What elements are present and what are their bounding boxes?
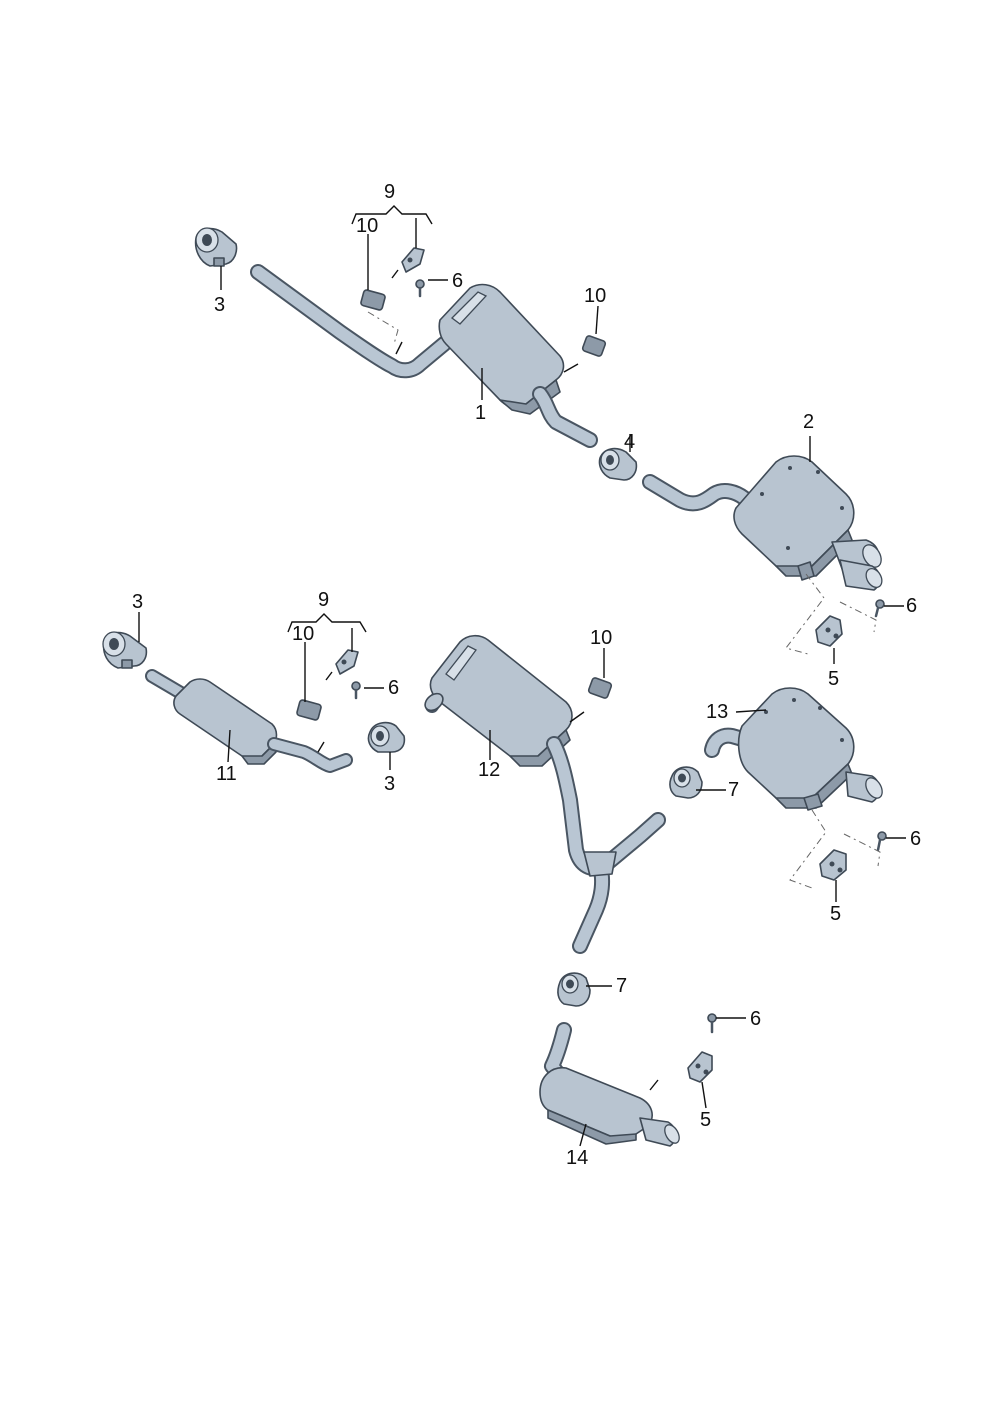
clamp-lower-middle (367, 721, 406, 753)
callout-4: 4 (624, 431, 635, 453)
callout-7-lower: 7 (616, 975, 627, 997)
clamp-7-right (669, 766, 703, 799)
callout-2: 2 (803, 411, 814, 433)
callout-1: 1 (475, 402, 486, 424)
callout-6-lower-right: 6 (750, 1008, 761, 1030)
callout-10-upper-left: 10 (356, 215, 378, 237)
callout-14: 14 (566, 1147, 588, 1169)
callout-labels: 9 10 6 3 10 1 4 2 6 5 3 9 10 6 10 11 3 1… (132, 181, 921, 1169)
clamp-4 (598, 447, 638, 481)
front-pipe-upper (250, 264, 452, 379)
callout-10-upper-right: 10 (584, 285, 606, 307)
center-muffler-12 (424, 634, 585, 767)
callout-12: 12 (478, 759, 500, 781)
upper-exhaust-assembly (194, 227, 885, 655)
bolt-6-upper-right (874, 599, 885, 618)
callout-leaders (138, 205, 906, 1147)
callout-11: 11 (216, 763, 237, 785)
lower-exhaust-assembly (102, 631, 887, 1147)
hanger-5-lower (687, 1051, 713, 1083)
callout-3-lower-middle: 3 (384, 773, 395, 795)
callout-13: 13 (706, 701, 728, 723)
callout-6-lower: 6 (388, 677, 399, 699)
callout-6-upper: 6 (452, 270, 463, 292)
callout-10-lower-left: 10 (292, 623, 314, 645)
rubber-mount-lower-right (587, 677, 613, 699)
callout-6-upper-right: 6 (906, 595, 917, 617)
callout-3-upper-left: 3 (214, 294, 225, 316)
muffler-1-outlet-pipe (532, 386, 598, 448)
callout-5-upper: 5 (828, 668, 839, 690)
resonator-pipe-11 (145, 669, 353, 773)
clamp-upper-left (194, 227, 238, 267)
hanger-bracket-upper (391, 247, 425, 279)
hanger-5-upper (815, 615, 843, 647)
callout-9-lower: 9 (318, 589, 329, 611)
rear-muffler-13 (704, 687, 883, 811)
rear-muffler-2 (733, 455, 883, 591)
hanger-5-middle (819, 849, 847, 881)
callout-5-middle: 5 (830, 903, 841, 925)
center-muffler-1 (438, 283, 579, 415)
callout-9-upper: 9 (384, 181, 395, 203)
callout-3-lower-left: 3 (132, 591, 143, 613)
y-pipe (546, 736, 666, 954)
callout-7-right: 7 (728, 779, 739, 801)
rubber-mount-upper-right (581, 335, 607, 357)
rear-muffler-14 (539, 1022, 680, 1147)
bolt-upper-6 (415, 279, 425, 298)
clamp-7-lower (557, 972, 591, 1007)
rubber-mount-lower-left (296, 699, 322, 721)
clamp-lower-left (102, 631, 148, 669)
callout-5-lower: 5 (700, 1109, 711, 1131)
bolt-6-lower (707, 1013, 717, 1034)
callout-10-lower-right: 10 (590, 627, 612, 649)
rubber-mount-upper-left (360, 289, 386, 311)
rear-pipe-upper (642, 474, 752, 512)
callout-6-middle-right: 6 (910, 828, 921, 850)
bolt-lower-6 (351, 681, 361, 700)
hanger-bracket-lower (325, 649, 359, 681)
bolt-6-middle-right (876, 831, 887, 852)
